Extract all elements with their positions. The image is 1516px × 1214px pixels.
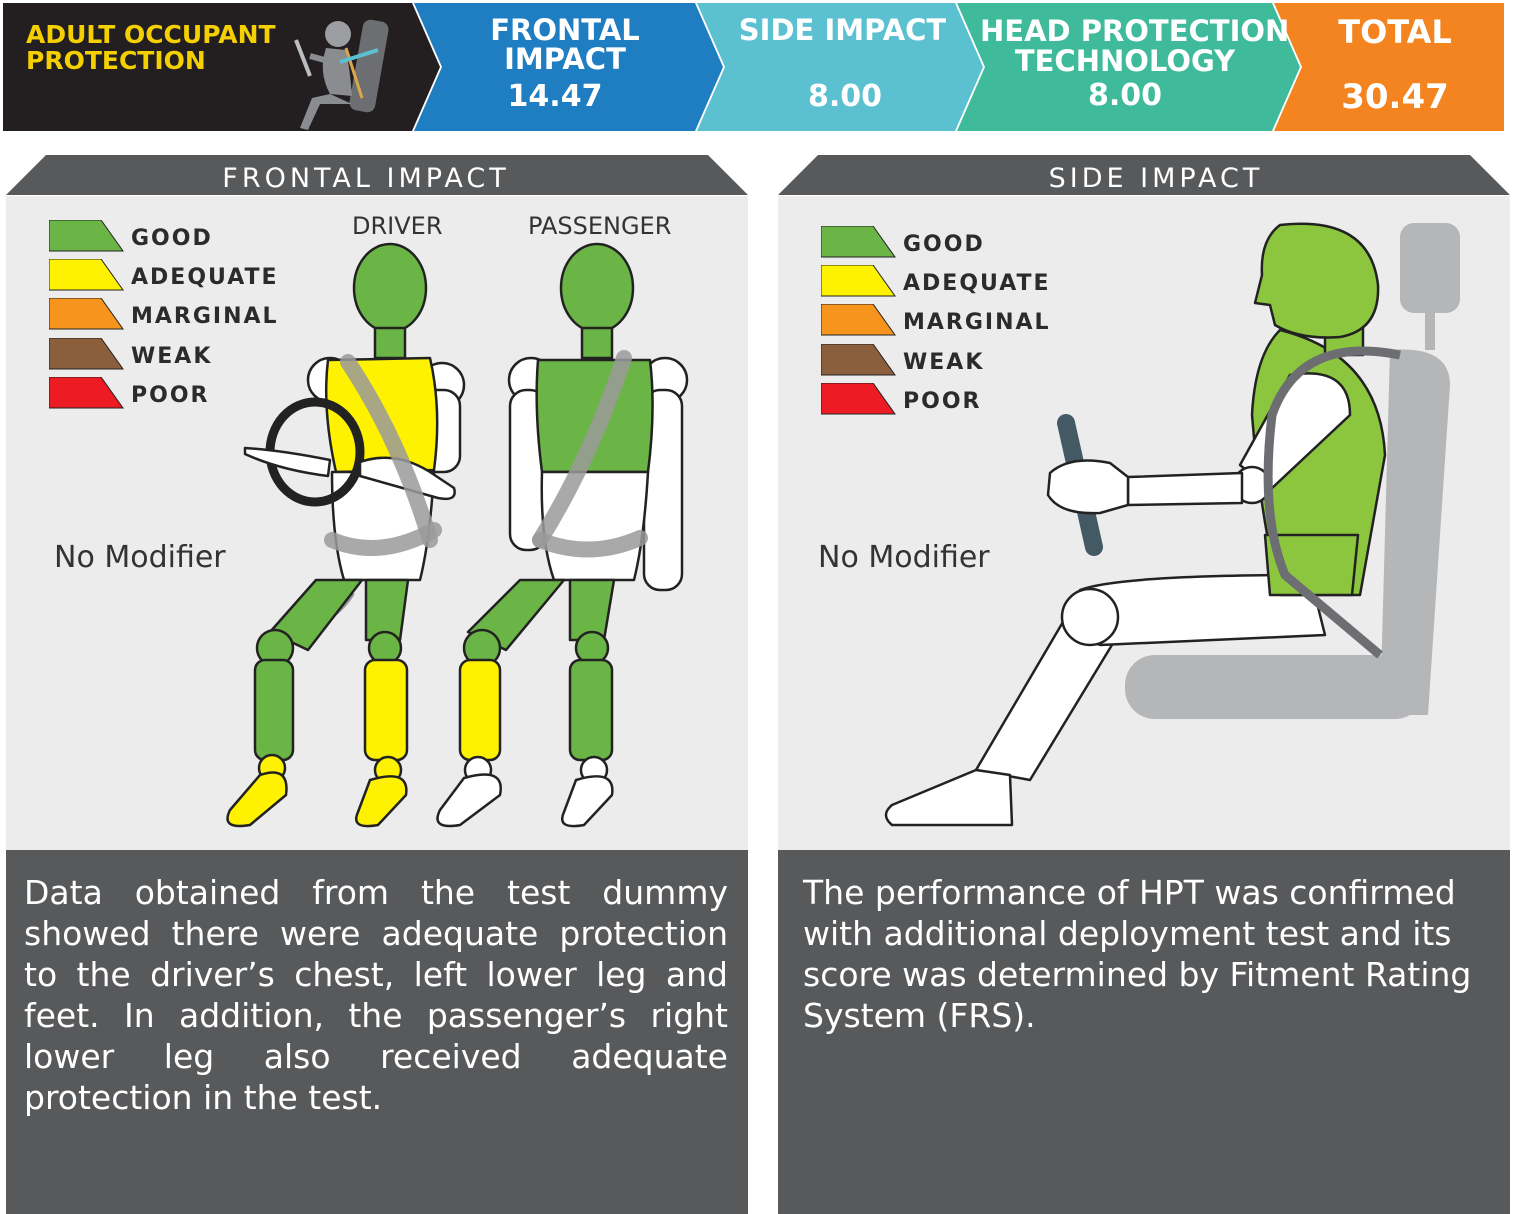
- side-impact-score: 8.00: [807, 79, 883, 114]
- side-modifier: No Modifier: [818, 540, 990, 575]
- frontal-panel-title: FRONTAL IMPACT: [222, 163, 510, 194]
- driver-right-foot: [355, 775, 408, 828]
- legend-swatch-marginal: [49, 298, 124, 330]
- legend-label: GOOD: [131, 226, 213, 251]
- passenger-right-foot: [561, 775, 614, 828]
- passenger-left-lower-leg: [458, 658, 502, 762]
- frontal-panel-header-bar: [6, 155, 748, 195]
- side-description: The performance of HPT was confirmed wit…: [803, 873, 1472, 1035]
- frontal-impact-score: 14.47: [507, 79, 603, 114]
- banner-total-chevron: [1274, 3, 1504, 131]
- driver-head: [352, 242, 428, 334]
- total-score: 30.47: [1341, 77, 1449, 117]
- seated-driver-icon: [294, 19, 389, 130]
- driver-right-lower-leg: [363, 658, 409, 762]
- side-forearm: [1126, 471, 1244, 507]
- side-hand: [1046, 459, 1130, 515]
- driver-dummy: [226, 242, 466, 828]
- hpt-label: HEAD PROTECTION TECHNOLOGY: [980, 14, 1290, 78]
- hpt-score: 8.00: [1087, 78, 1163, 113]
- legend-swatch-adequate: [821, 265, 896, 297]
- legend-label: WEAK: [131, 344, 213, 369]
- banner-frontal-chevron: [414, 3, 723, 131]
- banner-title: ADULT OCCUPANT PROTECTION: [26, 20, 276, 75]
- frontal-description: Data obtained from the test dummy showed…: [24, 873, 728, 1117]
- car-seat: [1125, 223, 1460, 719]
- side-head: [1253, 222, 1380, 339]
- side-panel-header-bar: [778, 155, 1510, 195]
- legend-swatch-weak: [821, 344, 896, 376]
- total-label: TOTAL: [1338, 13, 1452, 51]
- legend-label: MARGINAL: [903, 310, 1051, 335]
- legend-label: POOR: [131, 383, 210, 408]
- legend-label: ADEQUATE: [903, 271, 1051, 296]
- side-panel-title: SIDE IMPACT: [1048, 163, 1264, 194]
- driver-label: DRIVER: [352, 212, 443, 240]
- driver-left-upper-leg: [268, 578, 364, 652]
- banner-chevrons: [3, 3, 1504, 131]
- legend-swatch-marginal: [821, 304, 896, 336]
- side-foot: [884, 768, 1014, 827]
- seatbelt: [1263, 346, 1401, 659]
- legend-swatch-poor: [821, 383, 896, 415]
- side-impact-label: SIDE IMPACT: [738, 13, 947, 47]
- legend-label: WEAK: [903, 350, 985, 375]
- driver-left-lower-leg: [253, 658, 295, 762]
- frontal-impact-label: FRONTAL IMPACT: [490, 13, 640, 76]
- legend-label: MARGINAL: [131, 304, 279, 329]
- legend-swatch-good: [49, 220, 124, 252]
- legend-swatch-weak: [49, 338, 124, 370]
- frontal-description-box: [6, 850, 748, 1214]
- side-description-box: [778, 850, 1510, 1214]
- passenger-label: PASSENGER: [528, 212, 672, 240]
- legend-label: ADEQUATE: [131, 265, 279, 290]
- frontal-dummies-figure: [226, 242, 689, 828]
- banner-hpt-chevron: [957, 3, 1300, 131]
- driver-left-foot: [226, 771, 288, 828]
- score-banner: ADULT OCCUPANT PROTECTION FRONTAL IMPACT…: [0, 0, 1516, 140]
- passenger-left-foot: [436, 773, 502, 828]
- passenger-right-lower-leg: [568, 658, 614, 762]
- banner-side-chevron: [697, 3, 983, 131]
- frontal-modifier: No Modifier: [54, 540, 226, 575]
- passenger-dummy: [436, 242, 689, 828]
- passenger-head: [559, 242, 635, 334]
- side-dummy-figure: [884, 222, 1460, 827]
- legend-swatch-good: [821, 226, 896, 258]
- legend-swatch-poor: [49, 377, 124, 409]
- legend-label: POOR: [903, 389, 982, 414]
- legend-label: GOOD: [903, 232, 985, 257]
- legend-swatch-adequate: [49, 259, 124, 291]
